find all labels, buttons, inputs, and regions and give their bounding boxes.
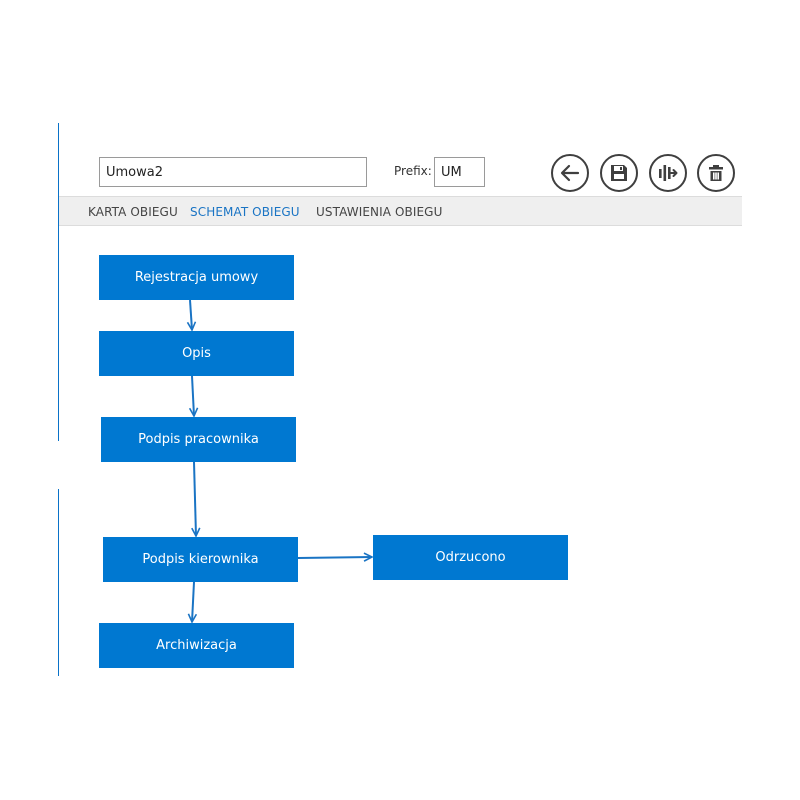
node-label: Rejestracja umowy bbox=[134, 270, 259, 285]
node-odrzucono[interactable]: Odrzucono bbox=[373, 535, 568, 580]
node-podpis-pracownika[interactable]: Podpis pracownika bbox=[101, 417, 296, 462]
node-archiwizacja[interactable]: Archiwizacja bbox=[99, 623, 294, 668]
node-rejestracja-umowy[interactable]: Rejestracja umowy bbox=[99, 255, 294, 300]
left-divider-line-top bbox=[58, 123, 59, 441]
tab-schemat-obiegu[interactable]: SCHEMAT OBIEGU bbox=[190, 205, 300, 219]
delete-button[interactable] bbox=[697, 154, 735, 192]
edge-podpis-kierownika-odrzucono bbox=[297, 557, 372, 558]
tab-ustawienia-obiegu[interactable]: USTAWIENIA OBIEGU bbox=[316, 205, 443, 219]
prefix-input[interactable] bbox=[434, 157, 485, 187]
workflow-name-input[interactable] bbox=[99, 157, 367, 187]
node-podpis-kierownika[interactable]: Podpis kierownika bbox=[103, 537, 298, 582]
edge-podpis-kierownika-archiwizacja bbox=[192, 581, 194, 622]
node-label: Archiwizacja bbox=[156, 638, 237, 653]
tab-bar: KARTA OBIEGU SCHEMAT OBIEGU USTAWIENIA O… bbox=[59, 196, 742, 226]
workflow-button[interactable] bbox=[649, 154, 687, 192]
back-button[interactable] bbox=[551, 154, 589, 192]
trash-icon bbox=[709, 165, 723, 181]
prefix-label: Prefix: bbox=[394, 164, 432, 178]
left-divider-line-bottom bbox=[58, 489, 59, 676]
edge-podpis-pracownika-podpis-kierownika bbox=[194, 461, 196, 536]
tab-karta-obiegu[interactable]: KARTA OBIEGU bbox=[88, 205, 178, 219]
save-button[interactable] bbox=[600, 154, 638, 192]
node-label: Odrzucono bbox=[435, 550, 506, 565]
node-label: Opis bbox=[182, 346, 211, 361]
edge-rejestracja-opis bbox=[190, 299, 192, 330]
node-label: Podpis kierownika bbox=[142, 552, 259, 567]
arrow-left-icon bbox=[560, 164, 580, 182]
node-opis[interactable]: Opis bbox=[99, 331, 294, 376]
workflow-icon bbox=[659, 165, 678, 181]
floppy-disk-icon bbox=[611, 165, 627, 181]
node-label: Podpis pracownika bbox=[138, 432, 259, 447]
edge-opis-podpis-pracownika bbox=[192, 375, 194, 416]
